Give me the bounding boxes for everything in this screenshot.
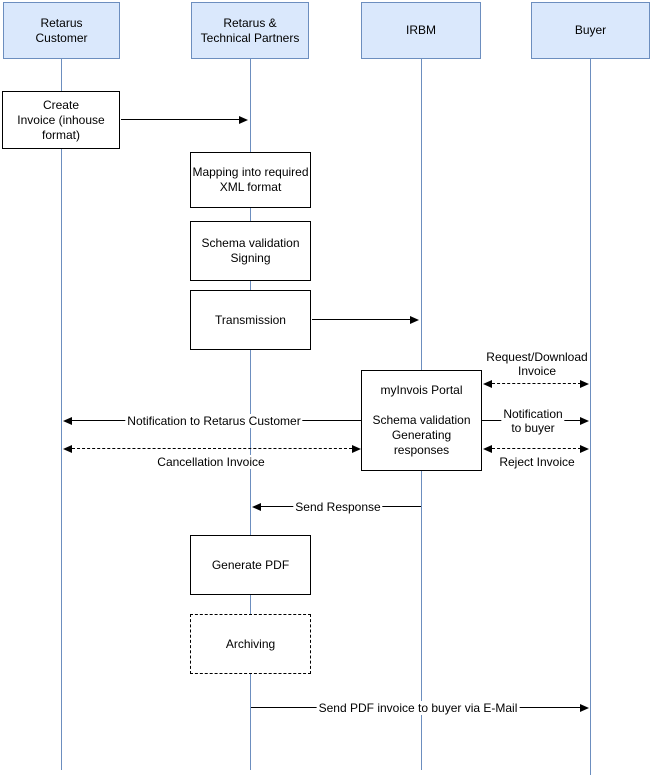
- arrow-create-invoice-head: [239, 116, 248, 124]
- box-generate-pdf: Generate PDF: [190, 535, 311, 595]
- arrow-transmission-head: [410, 316, 419, 324]
- label-notification-buyer: Notification to buyer: [501, 407, 565, 435]
- actor-irbm: IRBM: [361, 2, 481, 59]
- label-request-download: Request/Download Invoice: [484, 350, 590, 378]
- arrow-reject-invoice-head-right: [580, 445, 589, 453]
- box-schema-signing: Schema validation Signing: [190, 221, 311, 281]
- actor-label: Retarus & Technical Partners: [200, 15, 300, 45]
- arrow-request-download-head-right: [580, 380, 589, 388]
- arrow-notification-buyer-head: [580, 417, 589, 425]
- label-cancellation: Cancellation Invoice: [155, 455, 267, 469]
- arrow-cancellation-line: [72, 448, 352, 449]
- actor-technical-partners: Retarus & Technical Partners: [191, 2, 309, 59]
- box-label: Transmission: [215, 312, 286, 327]
- label-send-pdf: Send PDF invoice to buyer via E-Mail: [316, 701, 520, 715]
- label-reject-invoice: Reject Invoice: [497, 455, 577, 469]
- lifeline-retarus-customer: [61, 59, 62, 770]
- actor-buyer: Buyer: [531, 2, 650, 59]
- arrow-cancellation-head-left: [63, 445, 72, 453]
- arrow-send-response-head: [252, 503, 261, 511]
- box-transmission: Transmission: [190, 290, 311, 350]
- arrow-reject-invoice-line: [492, 448, 581, 449]
- box-label: Create Invoice (inhouse format): [17, 97, 105, 142]
- label-notification-customer: Notification to Retarus Customer: [125, 414, 303, 428]
- actor-label: IRBM: [406, 23, 436, 37]
- box-archiving: Archiving: [190, 614, 311, 674]
- box-label: Archiving: [225, 636, 276, 651]
- box-create-invoice: Create Invoice (inhouse format): [2, 91, 120, 149]
- actor-label: Buyer: [574, 23, 607, 37]
- actor-retarus-customer: Retarus Customer: [3, 2, 120, 59]
- box-label: Mapping into required XML format: [192, 165, 309, 194]
- box-label: Generate PDF: [211, 557, 290, 572]
- label-send-response: Send Response: [293, 500, 383, 514]
- arrow-transmission-line: [312, 319, 411, 320]
- arrow-send-pdf-head: [580, 704, 589, 712]
- box-myinvois-portal: myInvois Portal Schema validation Genera…: [361, 370, 482, 471]
- arrow-request-download-line: [492, 383, 581, 384]
- box-label: Schema validation Signing: [201, 236, 300, 265]
- lifeline-buyer: [590, 59, 591, 775]
- arrow-reject-invoice-head-left: [483, 445, 492, 453]
- actor-label: Retarus Customer: [35, 15, 88, 45]
- box-mapping: Mapping into required XML format: [190, 152, 311, 208]
- box-label: myInvois Portal Schema validation Genera…: [372, 383, 471, 457]
- arrow-notification-customer-head: [63, 417, 72, 425]
- arrow-create-invoice-line: [121, 119, 240, 120]
- arrow-request-download-head-left: [483, 380, 492, 388]
- arrow-cancellation-head-right: [352, 445, 361, 453]
